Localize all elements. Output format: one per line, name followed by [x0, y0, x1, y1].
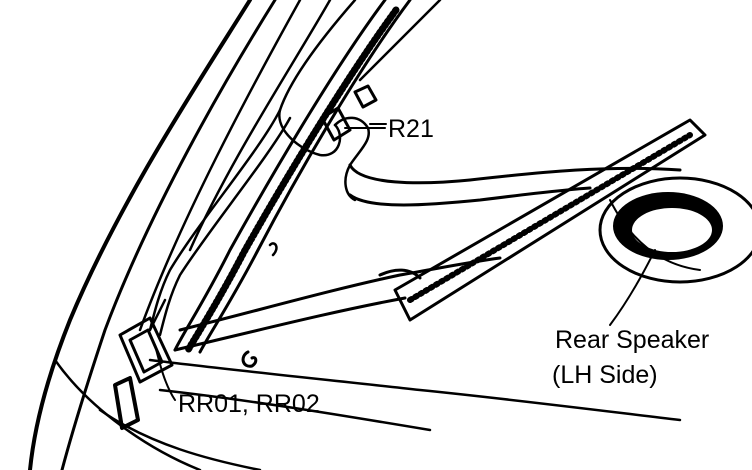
rear-speaker-side-label: (LH Side): [552, 361, 658, 389]
r21-connector: [320, 84, 387, 142]
panel-marks: [241, 242, 278, 368]
rr01-rr02-connector: [113, 298, 174, 430]
wire-harness: [148, 0, 371, 337]
package-tray-bar: [378, 118, 707, 322]
rear-speaker-label: Rear Speaker: [555, 326, 709, 354]
rear-shelf-panel: [53, 163, 682, 470]
rear-speaker: [598, 176, 752, 284]
r21-label: R21: [388, 115, 434, 143]
leader-lines: [154, 127, 656, 401]
rr01-rr02-label: RR01, RR02: [178, 390, 320, 418]
